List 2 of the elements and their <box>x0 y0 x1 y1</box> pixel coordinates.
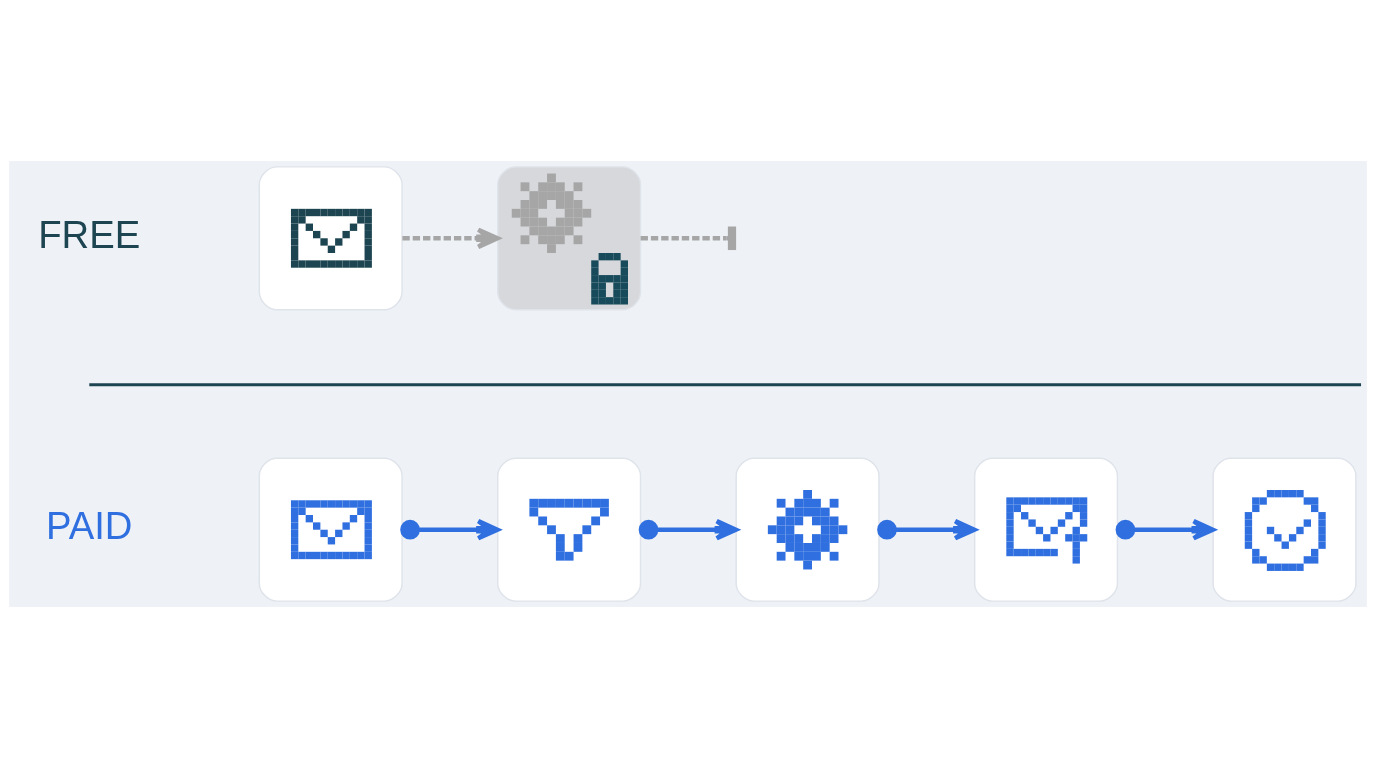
label: FREE <box>38 212 141 256</box>
label: PAID <box>46 504 133 547</box>
